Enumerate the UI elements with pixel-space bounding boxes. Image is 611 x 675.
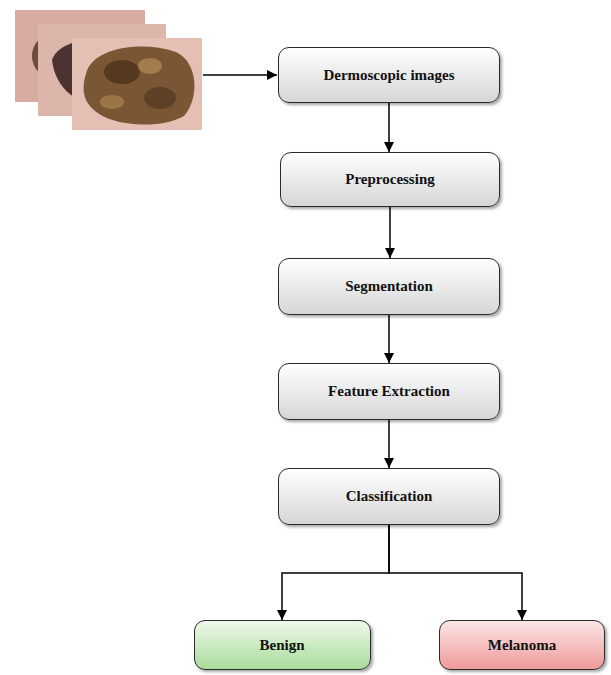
input-arrow [203, 74, 277, 76]
lesion-light-spot [100, 95, 124, 109]
box-label: Classification [346, 488, 433, 505]
lesion-dark-spot [144, 87, 176, 109]
lesion-image-front [72, 38, 202, 130]
box-label: Melanoma [488, 637, 556, 654]
benign-result-box: Benign [194, 620, 371, 670]
process-box: Preprocessing [280, 152, 500, 207]
lesion [84, 47, 195, 125]
process-box: Feature Extraction [278, 363, 500, 420]
lesion-light-spot [138, 58, 162, 74]
box-label: Dermoscopic images [323, 67, 454, 84]
flow-arrow [388, 103, 390, 152]
box-label: Benign [259, 637, 304, 654]
process-box: Classification [278, 468, 500, 525]
box-label: Feature Extraction [328, 383, 450, 400]
process-box: Dermoscopic images [278, 47, 500, 103]
flow-arrow [389, 207, 391, 258]
melanoma-result-box: Melanoma [439, 620, 605, 670]
flow-arrow [388, 420, 390, 468]
skin-patch [72, 38, 202, 130]
box-label: Segmentation [345, 278, 433, 295]
process-box: Segmentation [278, 258, 500, 315]
flow-arrow [282, 525, 389, 620]
lesion-dark-spot [104, 60, 140, 84]
flow-arrow [388, 315, 390, 363]
flow-arrow [389, 525, 522, 620]
box-label: Preprocessing [345, 171, 434, 188]
